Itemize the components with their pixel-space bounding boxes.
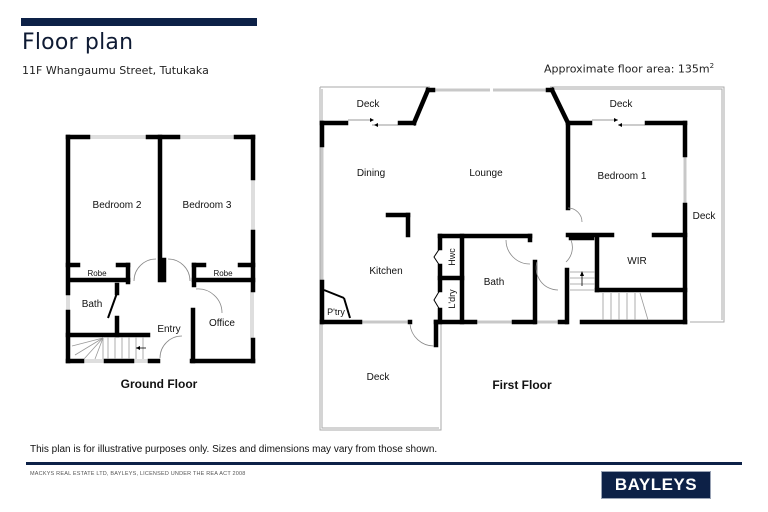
floor-area-text: Approximate floor area: 135m (544, 62, 710, 76)
room-label-entry: Entry (157, 324, 180, 335)
room-label-bedroom2: Bedroom 2 (93, 200, 142, 211)
room-label-deck-bottom: Deck (367, 372, 391, 383)
ground-floor-label: Ground Floor (121, 377, 198, 391)
room-label-ldry: L'dry (447, 289, 457, 309)
disclaimer-text: This plan is for illustrative purposes o… (30, 444, 438, 455)
floor-area-unit-sup: 2 (709, 62, 715, 70)
bayleys-logo: BAYLEYS (601, 471, 711, 499)
room-label-robe-right: Robe (213, 269, 233, 278)
ground-floor-plan: Bedroom 2 Bedroom 3 Robe Robe Bath Entry… (65, 134, 256, 391)
room-label-office: Office (209, 318, 235, 329)
room-label-bath-ground: Bath (82, 299, 103, 310)
room-label-lounge: Lounge (469, 168, 503, 179)
room-label-deck-top-right: Deck (610, 99, 634, 110)
room-label-pantry: P'try (327, 307, 345, 317)
header-accent-bar (21, 18, 257, 26)
room-label-bedroom3: Bedroom 3 (183, 200, 232, 211)
first-floor-label: First Floor (492, 378, 552, 392)
property-address: 11F Whangaumu Street, Tutukaka (22, 64, 209, 77)
room-label-bedroom1: Bedroom 1 (598, 171, 647, 182)
page-title: Floor plan (22, 30, 134, 55)
room-label-bath-first: Bath (484, 277, 505, 288)
room-label-deck-top-left: Deck (357, 99, 381, 110)
room-label-wir: WIR (627, 256, 646, 267)
first-floor-plan: Deck Deck Deck Deck Dining Lounge Bedroo… (319, 86, 725, 431)
floor-area: Approximate floor area: 135m2 (544, 62, 714, 76)
room-label-kitchen: Kitchen (369, 266, 402, 277)
footer-divider (26, 462, 742, 465)
room-label-deck-right: Deck (693, 211, 717, 222)
room-label-hwc: Hwc (447, 248, 457, 266)
room-label-dining: Dining (357, 168, 385, 179)
license-text: MACKYS REAL ESTATE LTD, BAYLEYS, LICENSE… (30, 471, 246, 477)
room-label-robe-left: Robe (87, 269, 107, 278)
